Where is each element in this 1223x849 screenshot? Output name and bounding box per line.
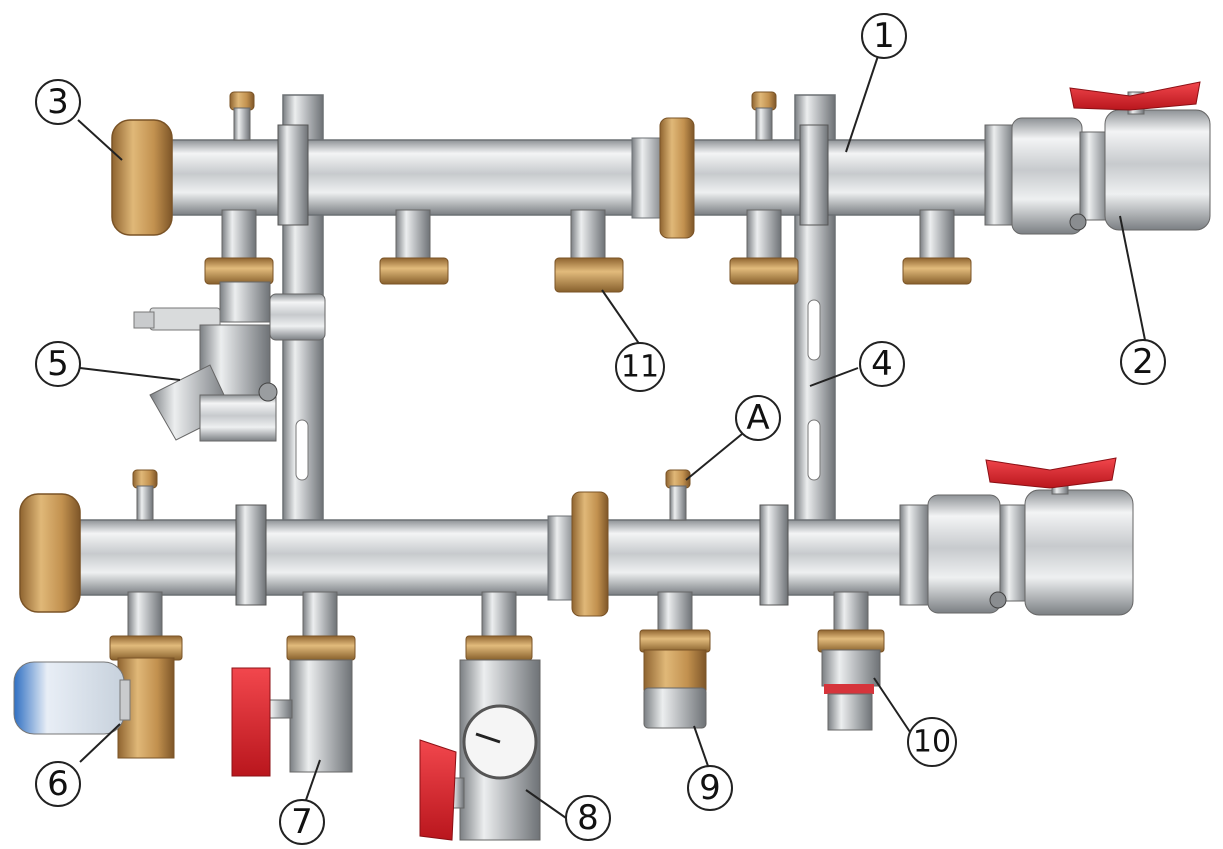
- svg-text:1: 1: [873, 16, 895, 56]
- ball-valve-outlet: [231, 591, 356, 777]
- outlet-fitting-9: [639, 591, 711, 729]
- svg-text:10: 10: [913, 725, 951, 760]
- thermo-valve: [13, 591, 183, 759]
- callout-5: 5: [35, 341, 81, 387]
- leader-lines: [77, 49, 1146, 819]
- callout-10: 10: [907, 717, 957, 767]
- upper-manifold: [111, 81, 1211, 293]
- callout-4: 4: [859, 341, 905, 387]
- outlet-fitting-10: [817, 591, 885, 731]
- callout-A: A: [735, 395, 781, 441]
- svg-text:A: A: [746, 398, 769, 438]
- balancing-valve: [133, 281, 326, 442]
- svg-text:5: 5: [47, 344, 69, 384]
- lower-manifold: [19, 457, 1134, 617]
- callout-9: 9: [687, 765, 733, 811]
- callout-7: 7: [279, 799, 325, 845]
- callout-2: 2: [1120, 339, 1166, 385]
- svg-text:3: 3: [47, 82, 69, 122]
- callout-1: 1: [861, 13, 907, 59]
- svg-text:9: 9: [699, 768, 721, 808]
- svg-text:7: 7: [291, 802, 313, 842]
- thermometer-valve: [419, 591, 541, 841]
- callout-6: 6: [35, 761, 81, 807]
- svg-text:6: 6: [47, 764, 69, 804]
- callout-8: 8: [565, 795, 611, 841]
- svg-text:11: 11: [621, 350, 659, 385]
- callout-11: 11: [615, 342, 665, 392]
- svg-text:4: 4: [871, 344, 893, 384]
- svg-text:8: 8: [577, 798, 599, 838]
- svg-text:2: 2: [1132, 342, 1154, 382]
- callout-3: 3: [35, 79, 81, 125]
